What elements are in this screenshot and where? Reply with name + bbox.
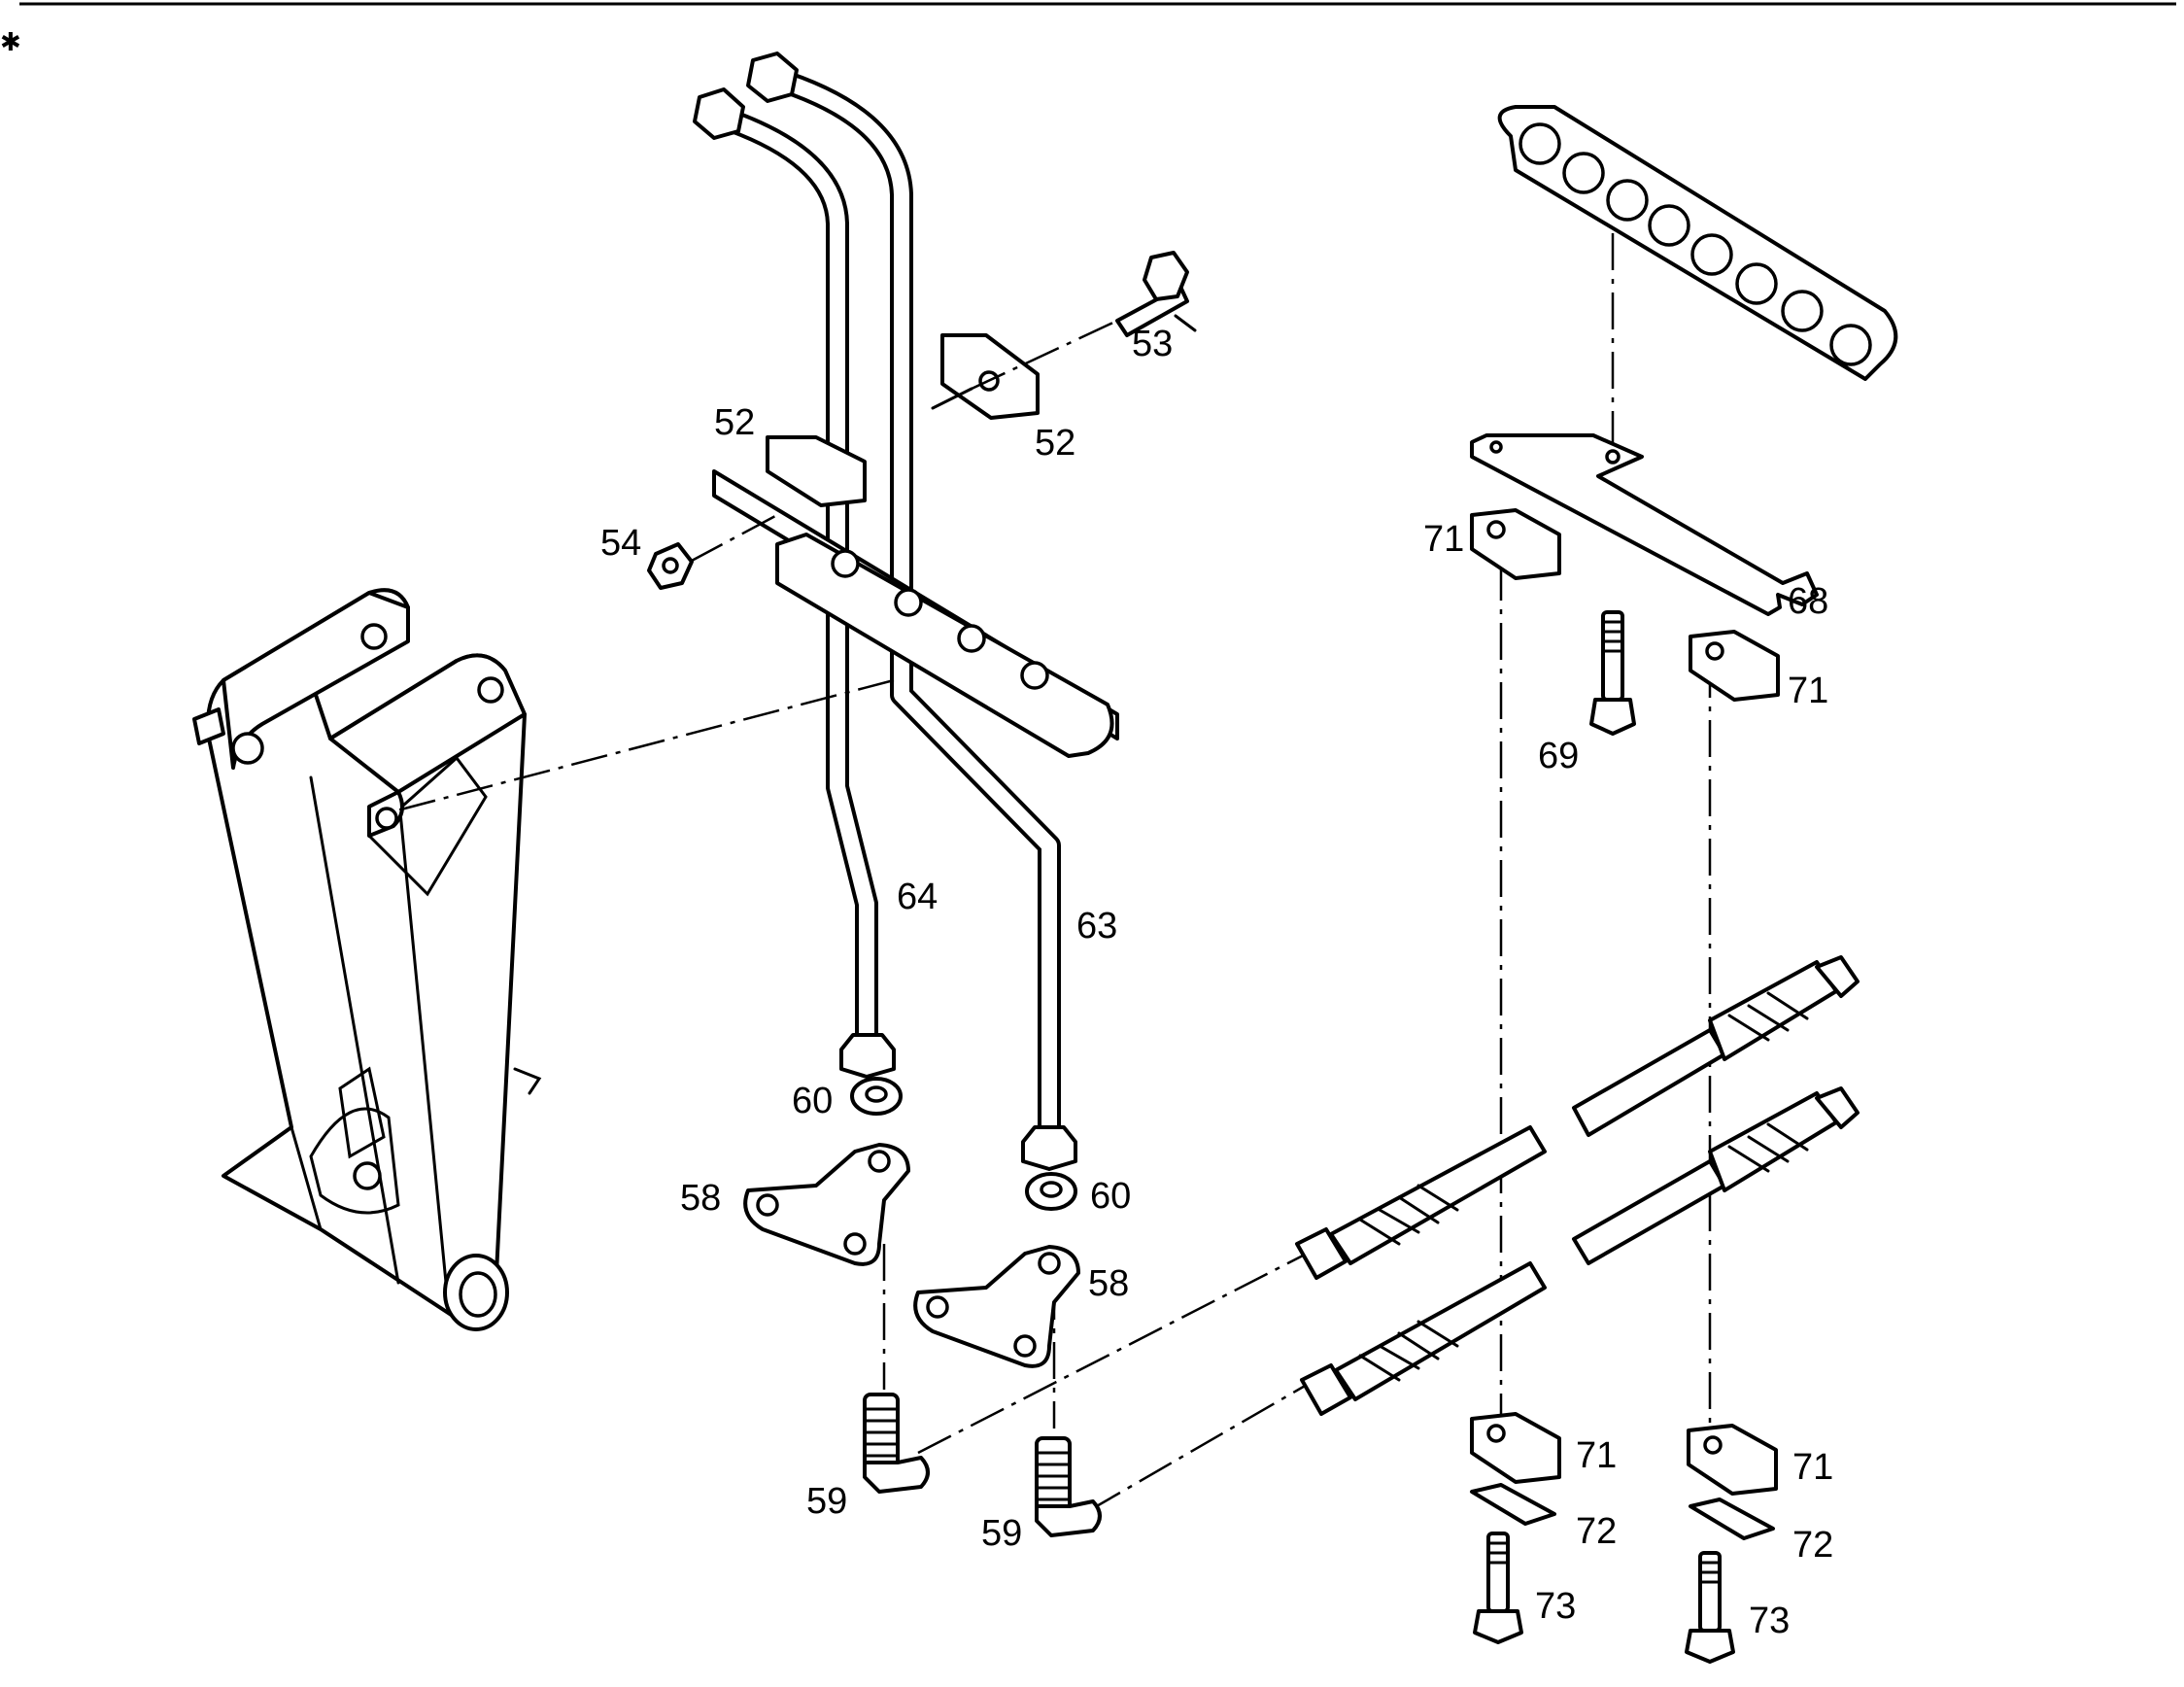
callout-71: 71 (1792, 1447, 1833, 1488)
callout-63: 63 (1076, 906, 1117, 947)
callout-54: 54 (600, 523, 641, 564)
callout-53: 53 (1132, 324, 1173, 364)
screw-73-a (1473, 1532, 1523, 1644)
callout-71: 71 (1576, 1435, 1617, 1476)
boom-arm (192, 588, 542, 1331)
callout-64: 64 (897, 877, 938, 917)
hose-upper (1295, 955, 1860, 1280)
callout-60: 60 (1090, 1176, 1131, 1217)
bracket-58-a (743, 1143, 910, 1266)
clamp-bar-assembly (647, 251, 1189, 758)
fitting-59-b (1035, 1436, 1102, 1537)
callout-58: 58 (680, 1178, 721, 1219)
nut-60-b (1025, 1172, 1077, 1211)
plate-68 (1470, 433, 1819, 616)
nut-60-a (850, 1077, 903, 1116)
callout-58: 58 (1088, 1263, 1129, 1304)
callout-72: 72 (1576, 1511, 1617, 1552)
corner-mark: ✱ (0, 27, 21, 56)
callout-72: 72 (1792, 1525, 1833, 1566)
callout-60: 60 (792, 1081, 833, 1121)
screw-69 (1589, 610, 1636, 736)
clamp-half-71-c (1470, 1412, 1561, 1484)
callout-73: 73 (1535, 1586, 1576, 1627)
callout-71: 71 (1788, 671, 1828, 711)
plate-72-a (1470, 1483, 1556, 1526)
plate-72-b (1689, 1498, 1775, 1540)
leader-lines (931, 314, 1197, 410)
callout-59: 59 (981, 1513, 1022, 1554)
callout-52: 52 (1035, 423, 1075, 464)
callout-52: 52 (714, 402, 755, 443)
callout-69: 69 (1538, 736, 1579, 776)
callout-59: 59 (806, 1481, 847, 1522)
callout-73: 73 (1749, 1601, 1790, 1641)
callout-68: 68 (1788, 581, 1828, 622)
clamp-half-71-d (1687, 1424, 1778, 1496)
clamp-half-71-b (1689, 630, 1780, 702)
pipe-63 (746, 52, 1077, 1171)
screw-73-b (1685, 1551, 1735, 1664)
callout-71: 71 (1423, 519, 1464, 560)
pipe-64 (693, 87, 896, 1079)
bracket-58-b (913, 1245, 1080, 1368)
hose-lower (1300, 1086, 1860, 1416)
clamp-block (1497, 105, 1898, 381)
clamp-half-71-a (1470, 508, 1561, 580)
fitting-59-a (863, 1393, 930, 1494)
